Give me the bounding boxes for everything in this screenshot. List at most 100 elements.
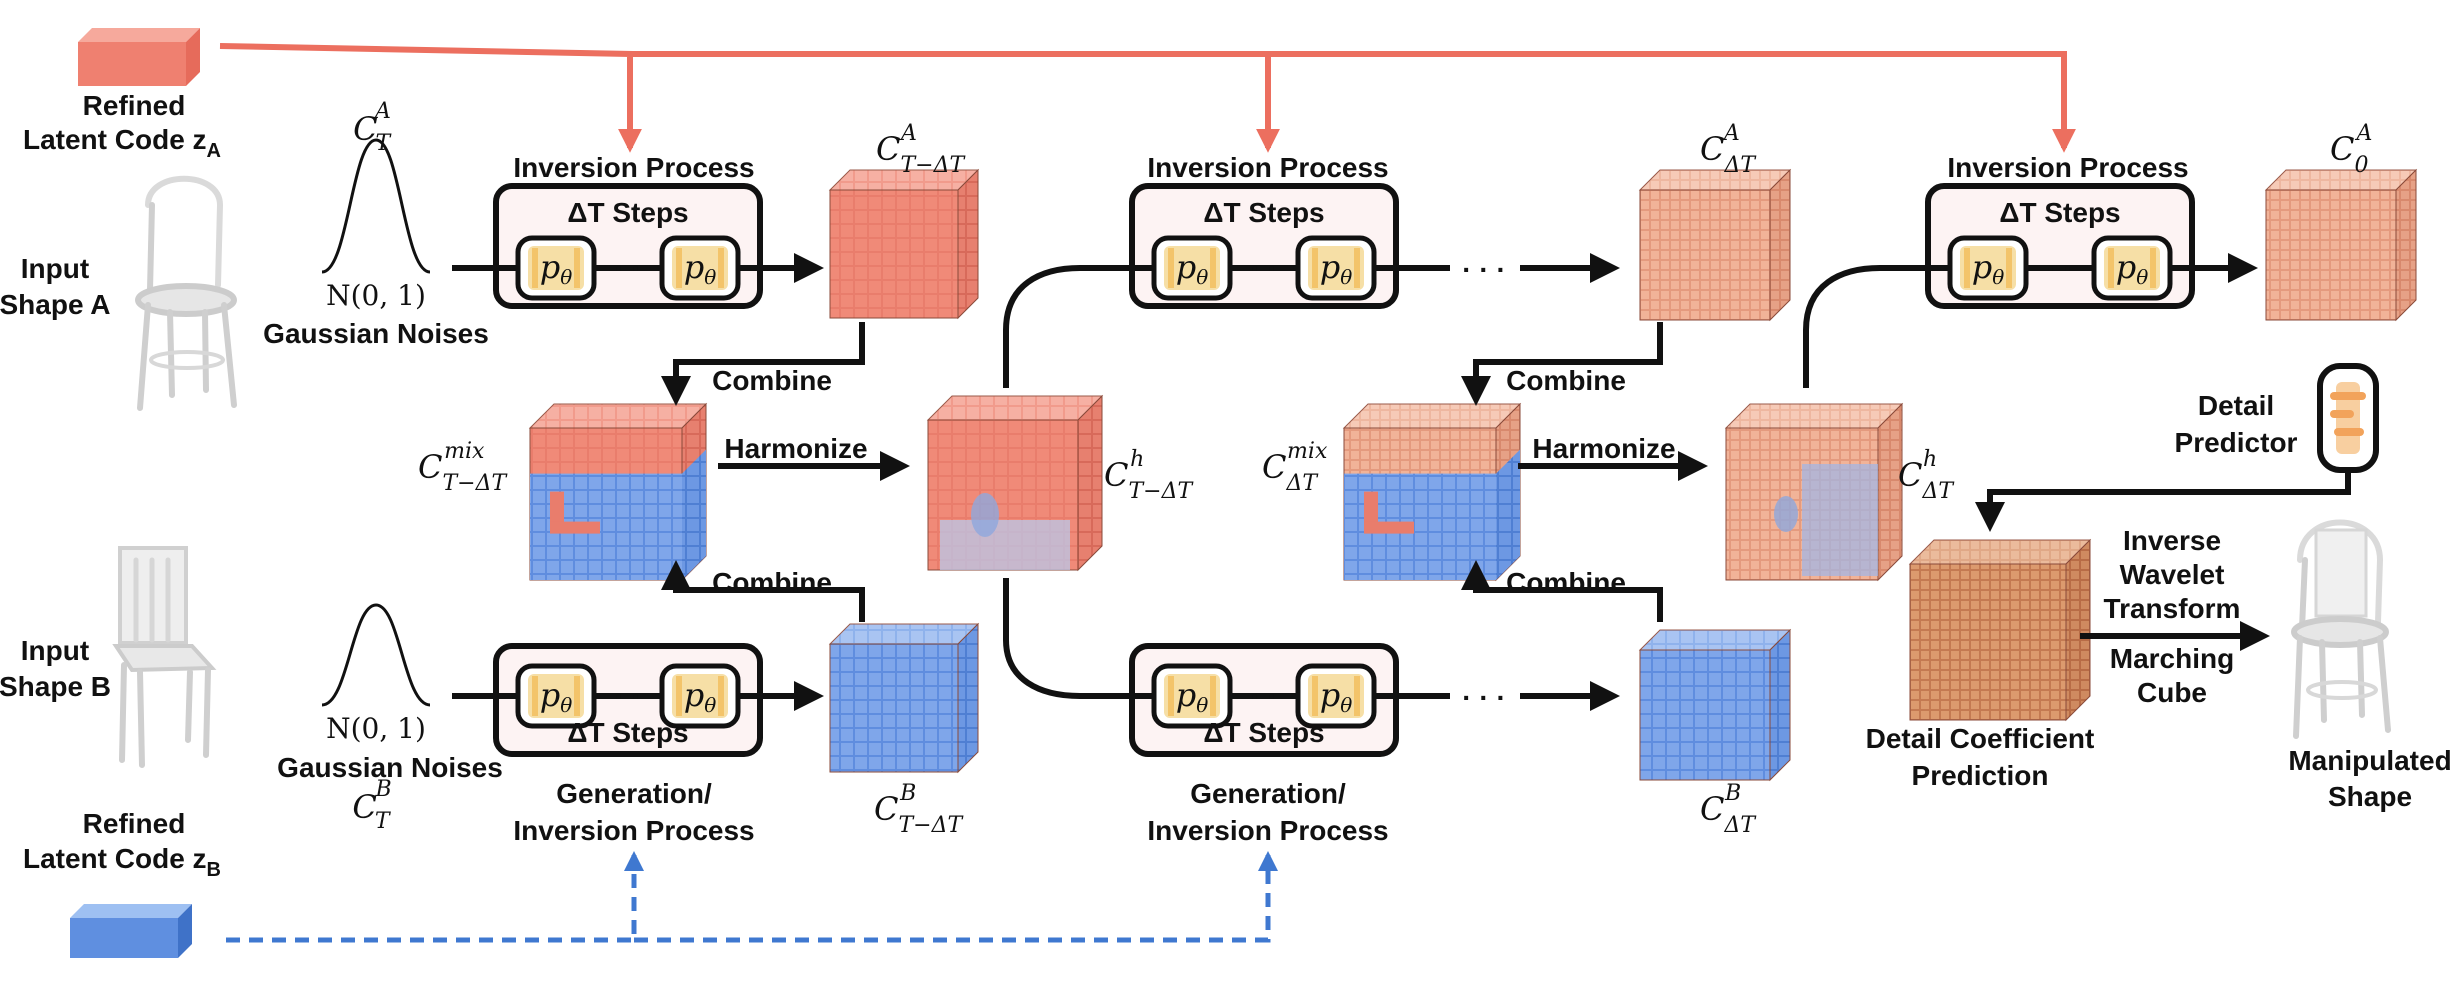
blue-arrow-to-stage1: [226, 851, 644, 943]
input-b-line1: Input: [21, 635, 89, 666]
stage2-bottom-box-steps: ΔT Steps: [1203, 717, 1324, 748]
stage2-bottom-box-ptheta-2-label: pθ: [1320, 676, 1353, 717]
label-c-mix-2: CΔTmix: [1262, 439, 1328, 496]
coef-2: Prediction: [1912, 760, 2049, 791]
stage2-bottom-box: pθ pθ · · ΔT Steps: [1129, 643, 1399, 757]
label-c-mix-1: CT−ΔTmix: [418, 439, 508, 496]
latent-b-side: [178, 904, 192, 958]
red-arrow-to-stage3: [1268, 51, 2076, 153]
stage1-bottom-box-ptheta-2: pθ: [659, 663, 741, 729]
c-t-b: CTB: [352, 777, 391, 834]
input-a-line2: Shape A: [0, 289, 111, 320]
harmonize-1: Harmonize: [724, 433, 867, 464]
stage1-top-box-dots: · ·: [615, 253, 641, 284]
detail-predictor-2: Predictor: [2175, 427, 2298, 458]
noise-dist-bottom: N(0, 1): [326, 712, 426, 745]
stage1-bottom-box-dots: · ·: [615, 681, 641, 712]
cube-c-h-2: [1724, 402, 1904, 582]
cube-c-dt-b: [1638, 628, 1792, 782]
stage2-bottom-box-ptheta-1-label: pθ: [1176, 676, 1209, 717]
stage3-top-box-ptheta-2: pθ: [2091, 235, 2173, 301]
detail-predictor-icon: [2317, 363, 2379, 473]
gaussian-label-top: Gaussian Noises: [263, 318, 489, 349]
inverse-1: Inverse: [2123, 525, 2221, 556]
latent-a-title: Refined: [83, 90, 186, 121]
gaussian-curve-bottom: [321, 603, 431, 707]
stage2-top-box-ptheta-1: pθ: [1151, 235, 1233, 301]
arrow-combine-top-1: [661, 322, 865, 406]
combine-top-2: Combine: [1506, 365, 1626, 396]
stage2-top-box-steps: ΔT Steps: [1203, 197, 1324, 228]
harmonize-2: Harmonize: [1532, 433, 1675, 464]
input-b-line2: Shape B: [0, 671, 111, 702]
inverse-2: Wavelet: [2120, 559, 2225, 590]
stage1-bottom-box: pθ pθ · · ΔT Steps: [493, 643, 763, 757]
stage1-top-title: Inversion Process: [513, 152, 754, 183]
cube-detail-coefficient: [1908, 538, 2092, 722]
manip-1: Manipulated: [2288, 745, 2451, 776]
manipulated-chair-icon: [2291, 519, 2391, 739]
dots-bottom: · · ·: [1462, 682, 1506, 713]
gaussian-curve-top: [321, 138, 431, 274]
arrow-h1-to-box2-top: [1003, 265, 1136, 388]
label-c-tdt-a: CT−ΔTA: [876, 121, 966, 178]
cube-c-0-a: [2264, 168, 2418, 322]
label-c-dt-a: CΔTA: [1700, 121, 1757, 178]
stage1-bottom-title-2: Inversion Process: [513, 815, 754, 846]
arrow-h2-to-box3: [1803, 265, 1932, 388]
dots-top: · · ·: [1462, 254, 1506, 285]
stage2-top-box-ptheta-1-label: pθ: [1176, 248, 1209, 289]
cube-c-dt-a: [1638, 168, 1792, 322]
manip-2: Shape: [2328, 781, 2412, 812]
stage2-top-box-dots: · ·: [1251, 253, 1277, 284]
blue-arrow-to-stage2: [634, 851, 1278, 943]
latent-a-side: [186, 28, 200, 86]
stage2-bottom-box-ptheta-2: pθ: [1295, 663, 1377, 729]
cube-c-tdt-a: [828, 168, 980, 320]
noise-dist-top: N(0, 1): [326, 279, 426, 312]
label-c-tdt-b: CT−ΔTB: [874, 781, 964, 838]
cube-c-h-1: [926, 394, 1104, 572]
arrow-predictor-to-coef: [1975, 466, 2351, 532]
latent-a-top: [78, 28, 200, 42]
arrow-combine-bottom-1: [661, 560, 865, 622]
red-arrow-to-stage2: [630, 51, 1280, 153]
chair-a-icon: [135, 175, 237, 411]
combine-bottom-1: Combine: [712, 567, 832, 598]
stage2-bottom-title-2: Inversion Process: [1147, 815, 1388, 846]
latent-code-a: [78, 28, 200, 86]
detail-predictor-1: Detail: [2198, 390, 2274, 421]
stage2-top-title: Inversion Process: [1147, 152, 1388, 183]
stage1-top-box-ptheta-2-label: pθ: [684, 248, 717, 289]
stage3-top-box-steps: ΔT Steps: [1999, 197, 2120, 228]
latent-a-front: [78, 42, 186, 86]
arrow-combine-bottom-2: [1461, 560, 1663, 622]
stage1-bottom-box-ptheta-2-label: pθ: [684, 676, 717, 717]
inverse-3: Transform: [2104, 593, 2241, 624]
stage1-top-box-ptheta-1-label: pθ: [540, 248, 573, 289]
arrow-h1-to-box2-bottom: [1003, 578, 1136, 699]
label-c-dt-b: CΔTB: [1700, 781, 1757, 838]
stage3-top-box-ptheta-1-label: pθ: [1972, 248, 2005, 289]
stage3-top-box-ptheta-2-label: pθ: [2116, 248, 2149, 289]
stage1-top-box-steps: ΔT Steps: [567, 197, 688, 228]
latent-b-title: Refined: [83, 808, 186, 839]
stage1-bottom-title-1: Generation/: [556, 778, 712, 809]
stage3-top-box-dots: · ·: [2047, 253, 2073, 284]
latent-b-sub: Latent Code zB: [23, 843, 221, 881]
stage3-top-title: Inversion Process: [1947, 152, 2188, 183]
c-t-a: CTA: [353, 99, 392, 156]
marching-1: Marching: [2110, 643, 2234, 674]
marching-2: Cube: [2137, 677, 2207, 708]
latent-a-sub: Latent Code zA: [23, 124, 221, 162]
combine-top-1: Combine: [712, 365, 832, 396]
stage1-bottom-box-ptheta-1: pθ: [515, 663, 597, 729]
stage1-bottom-box-steps: ΔT Steps: [567, 717, 688, 748]
stage2-bottom-box-dots: · ·: [1251, 681, 1277, 712]
gaussian-label-bottom: Gaussian Noises: [277, 752, 503, 783]
stage1-bottom-box-ptheta-1-label: pθ: [540, 676, 573, 717]
cube-c-mix-2: [1342, 402, 1522, 582]
stage1-top-box: pθ pθ · · ΔT Steps: [493, 183, 763, 309]
